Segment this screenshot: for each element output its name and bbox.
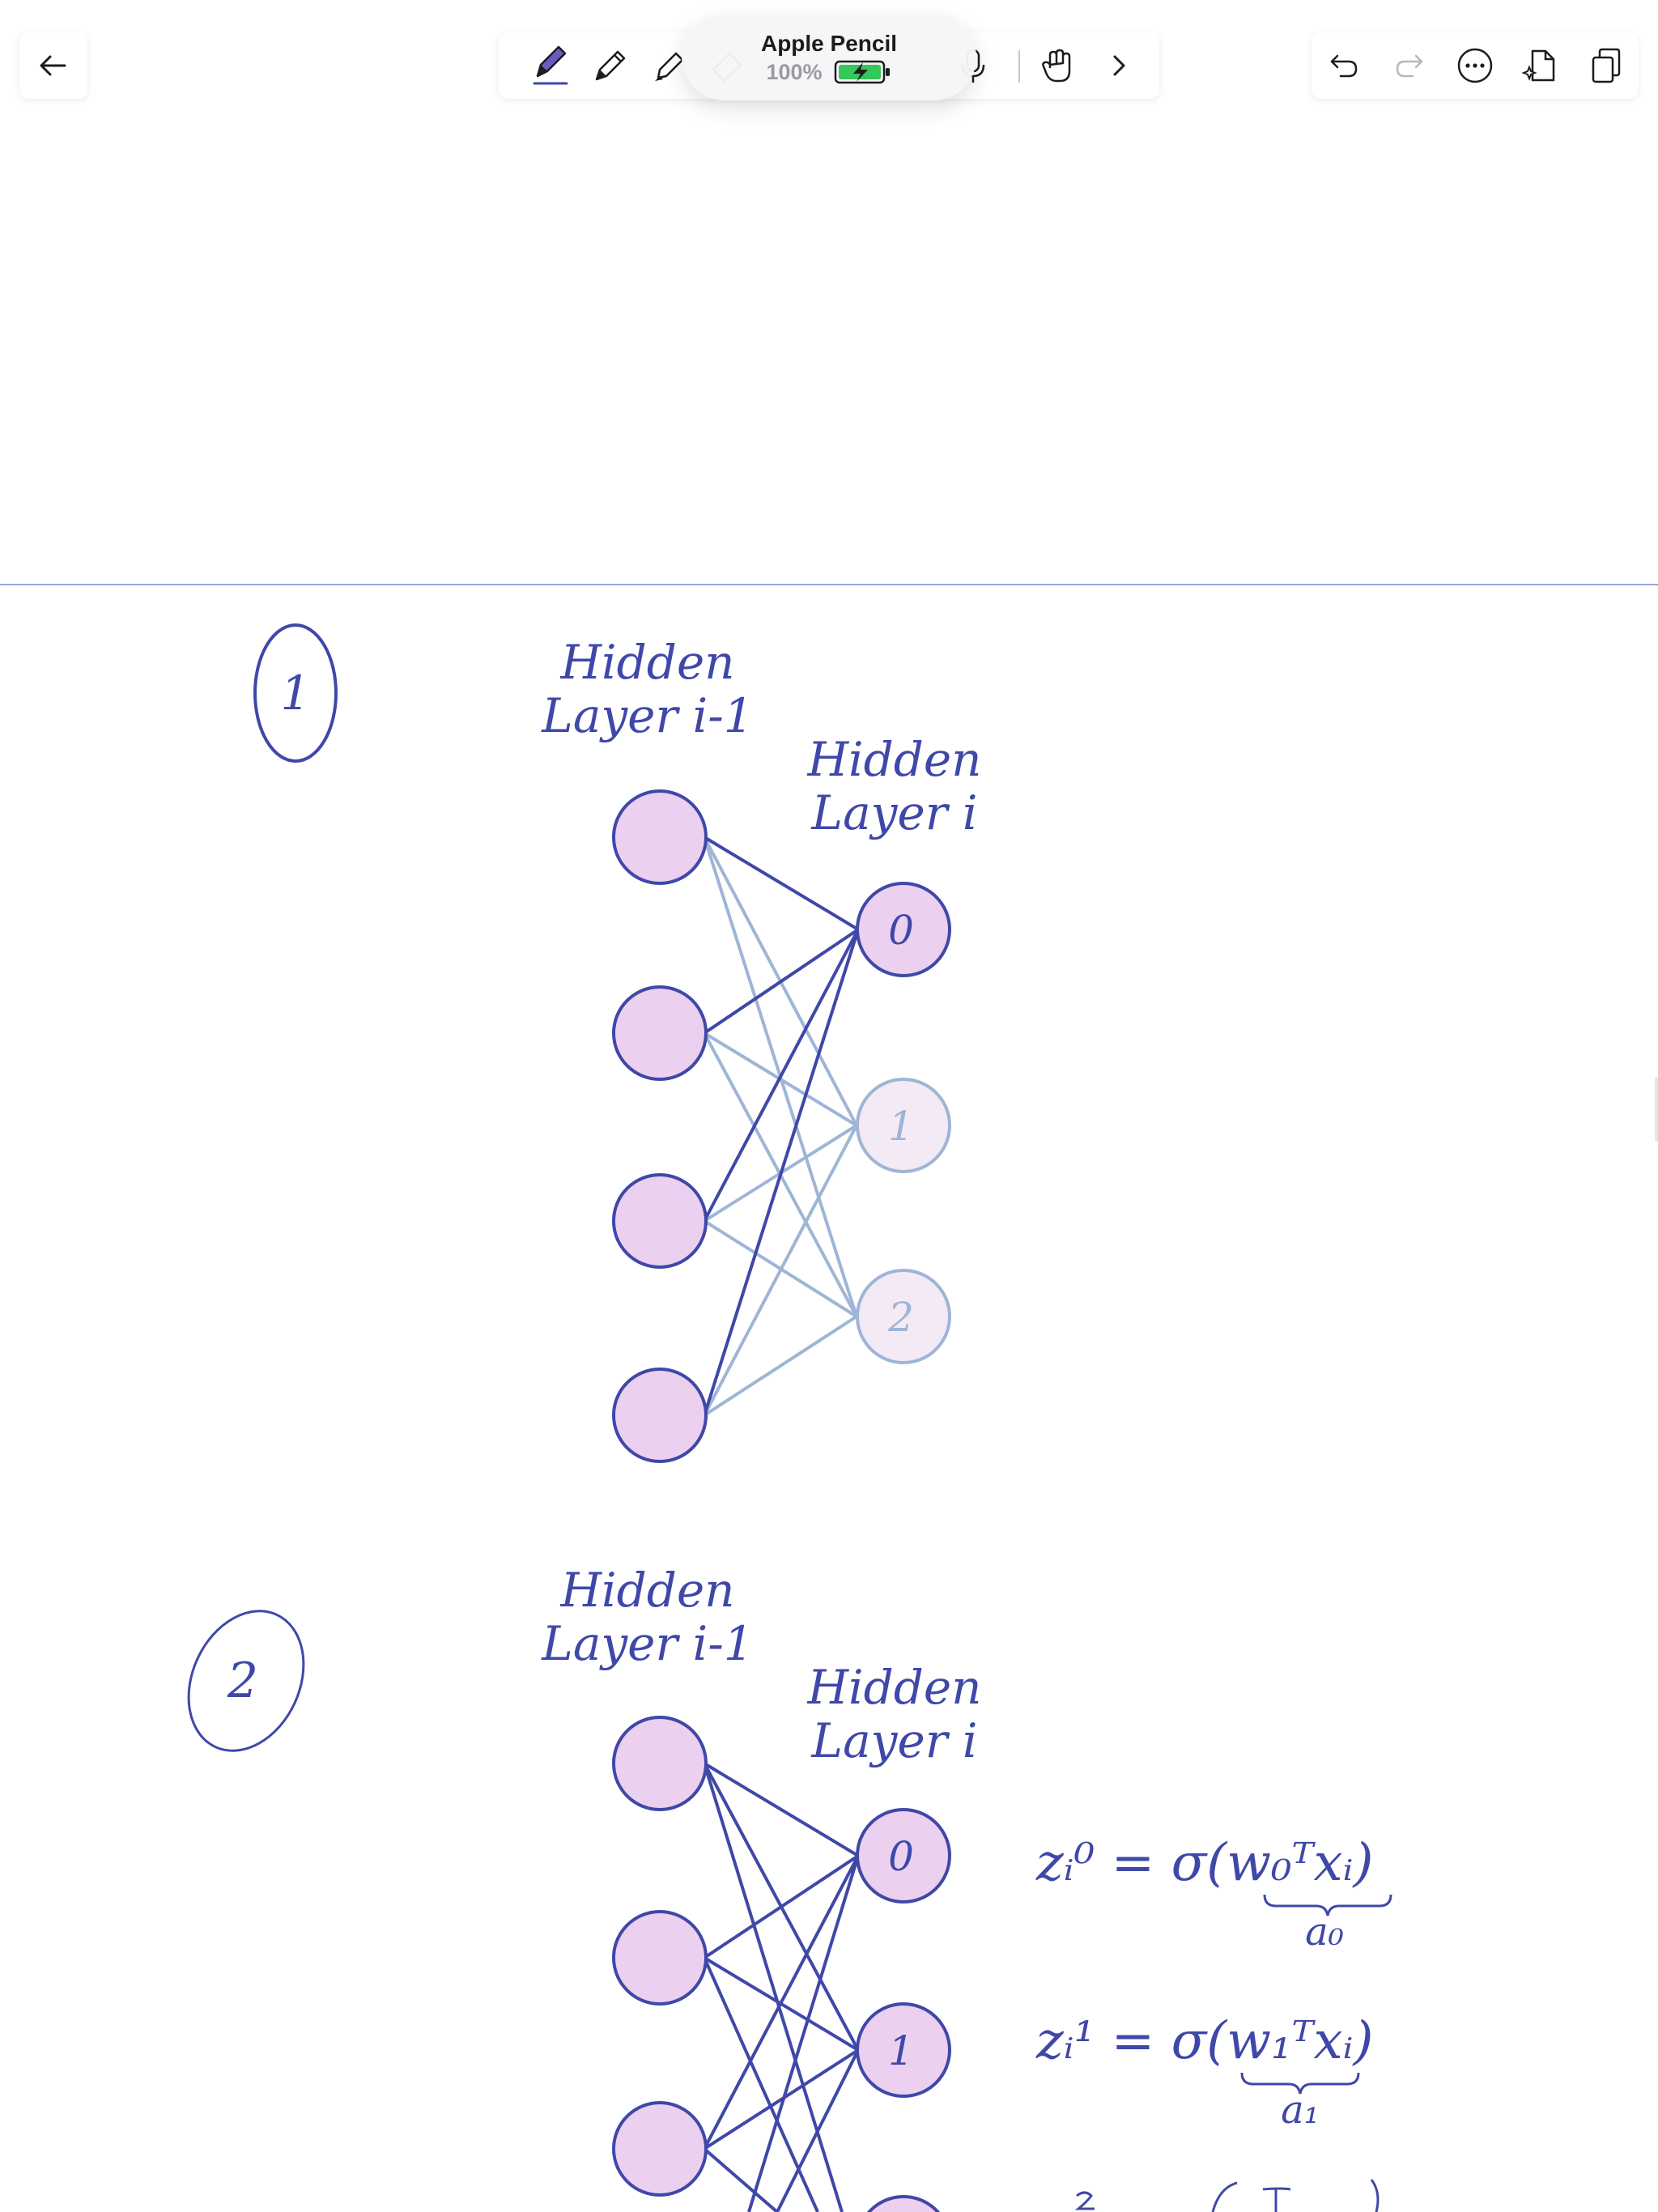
undo-icon: [1331, 54, 1358, 78]
hand-touch-icon: [1042, 49, 1071, 83]
back-button[interactable]: [28, 40, 79, 91]
layer-cur-label-line2: Layer i: [811, 785, 978, 840]
prev-layer-node: [612, 2101, 708, 2197]
section-number: 2: [227, 1653, 258, 1709]
layer-cur-label-line1: Hidden: [806, 732, 981, 787]
chevron-right-icon: [1113, 55, 1125, 76]
edge-handle[interactable]: [1655, 1077, 1658, 1142]
prev-layer-node: [612, 1368, 708, 1463]
sparkle-page-icon: [1521, 49, 1555, 82]
pencil-status-title: Apple Pencil: [760, 31, 898, 56]
undo-button[interactable]: [1318, 40, 1370, 91]
redo-icon: [1396, 54, 1423, 78]
prev-layer-node: [612, 1910, 708, 2006]
pencil-battery-percent: 100%: [766, 59, 823, 84]
prev-layer-node: [612, 1716, 708, 1811]
page-divider: [0, 584, 1658, 585]
layer-prev-label-line1: Hidden: [559, 635, 734, 690]
cur-layer-node-2: [866, 2195, 941, 2212]
prev-layer-node: [612, 985, 708, 1081]
pencil-battery-row: 100%: [766, 59, 891, 85]
cur-layer-node-1: [856, 1078, 951, 1173]
layer-prev-label-line1: Hidden: [559, 1563, 734, 1618]
highlighted-connections: [703, 836, 860, 1416]
section-number-circle: [187, 1610, 305, 1752]
arrow-left-icon: [40, 55, 66, 76]
layer-cur-label-line2: Layer i: [811, 1713, 978, 1768]
highlighter-icon: [655, 52, 684, 81]
document-toolbar: [1312, 32, 1639, 99]
redo-button[interactable]: [1384, 40, 1435, 91]
prev-layer-node: [612, 1173, 708, 1269]
equation-z1: zᵢ¹ = σ(w₁ᵀxᵢ): [1035, 2011, 1373, 2071]
layer-cur-label-line1: Hidden: [806, 1660, 981, 1715]
full-connections: [703, 1762, 860, 2212]
cur-layer-node-0: [856, 882, 951, 977]
section-number: 1: [281, 666, 311, 721]
toolbar-divider: [1018, 50, 1020, 83]
node-label-0: 0: [888, 1833, 914, 1880]
underbrace: [1240, 2072, 1360, 2095]
more-icon: [1457, 48, 1493, 83]
faded-connections: [703, 836, 858, 1417]
cur-layer-node-2: [856, 1269, 951, 1364]
equation-z0-brace-label: a₀: [1305, 1909, 1344, 1955]
section-number-circle: [253, 623, 338, 763]
node-label-0: 0: [888, 907, 914, 954]
layer-prev-label-line2: Layer i-1: [541, 688, 753, 743]
equation-z0: zᵢ⁰ = σ(w₀ᵀxᵢ): [1035, 1833, 1373, 1893]
equation-z2-fragment: [1211, 2179, 1380, 2212]
ai-page-button[interactable]: [1515, 40, 1567, 91]
expand-tools-button[interactable]: [1093, 40, 1145, 91]
layer-prev-label-line2: Layer i-1: [541, 1616, 753, 1671]
prev-layer-node: [612, 789, 708, 885]
highlighter-tool-button[interactable]: [643, 40, 695, 91]
pages-icon: [1592, 48, 1620, 83]
pencil-tool-button[interactable]: [585, 40, 636, 91]
cur-layer-node-0: [856, 1808, 951, 1904]
battery-charging-icon: [834, 60, 890, 84]
node-label-1: 1: [888, 1103, 914, 1150]
touch-mode-button[interactable]: [1031, 40, 1083, 91]
node-label-2: 2: [887, 1294, 914, 1341]
pencil-status-popup: Apple Pencil 100%: [682, 15, 976, 100]
pencil-icon: [595, 50, 626, 81]
cur-layer-node-1: [856, 2002, 951, 2098]
pen-icon: [533, 45, 568, 85]
underbrace: [1263, 1894, 1392, 1916]
more-options-button[interactable]: [1449, 40, 1501, 91]
back-toolbar: [19, 32, 87, 99]
pen-tool-button[interactable]: [525, 37, 576, 89]
equation-z1-brace-label: a₁: [1281, 2087, 1320, 2133]
pages-button[interactable]: [1580, 40, 1632, 91]
node-label-1: 1: [888, 2027, 914, 2074]
equation-z2-fragment: [1074, 2191, 1095, 2210]
